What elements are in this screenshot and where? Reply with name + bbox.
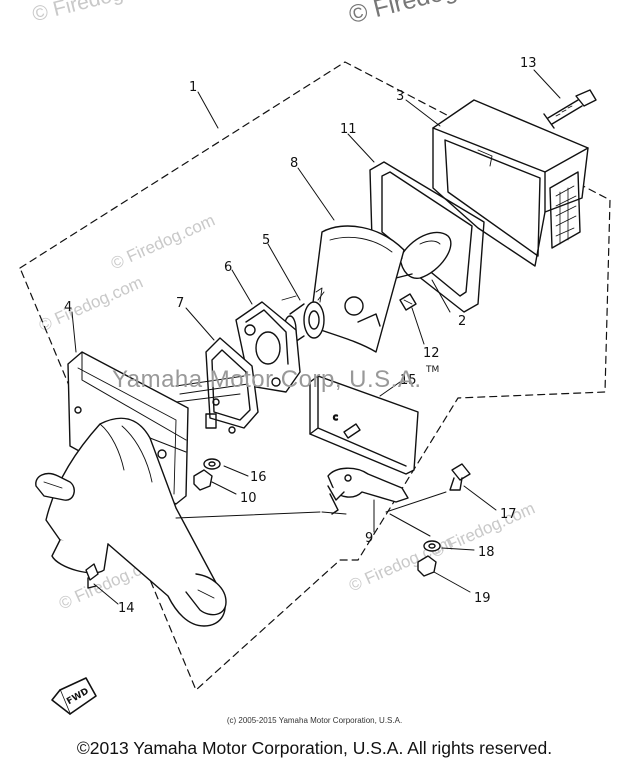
part-16-washer — [203, 458, 221, 470]
part-10-nut — [193, 469, 213, 491]
callout-6: 6 — [224, 260, 232, 275]
callout-1: 1 — [189, 80, 197, 95]
callout-16: 16 — [250, 470, 267, 485]
callout-18: 18 — [478, 545, 495, 560]
callout-8: 8 — [290, 156, 298, 171]
fwd-arrow-tag — [51, 677, 97, 715]
part-8-reflector — [309, 225, 405, 353]
leader-lines — [71, 69, 561, 605]
part-2-bulb — [391, 231, 452, 279]
callout-10: 10 — [240, 491, 257, 506]
callout-17: 17 — [500, 507, 517, 522]
tm-mark: TM — [425, 365, 439, 375]
part-14-screw — [85, 563, 99, 589]
part-12-screw — [399, 293, 417, 311]
callout-13: 13 — [520, 56, 537, 71]
callout-numbers: 1 2 3 4 5 6 7 8 9 10 11 12 13 14 15 16 1… — [64, 56, 537, 707]
svg-text:c: c — [333, 413, 338, 423]
callout-9: 9 — [365, 531, 373, 546]
part-3-lens-housing — [432, 99, 589, 267]
callout-12: 12 — [423, 346, 440, 361]
part-9-holder — [327, 467, 409, 515]
callout-19: 19 — [474, 591, 491, 606]
part-18-washer — [423, 540, 441, 552]
callout-11: 11 — [340, 122, 357, 137]
callout-14: 14 — [118, 601, 135, 616]
callout-4: 4 — [64, 300, 72, 315]
assembly-boundary — [19, 61, 611, 691]
part-1-mount-bracket — [35, 417, 227, 627]
callout-3: 3 — [396, 89, 404, 104]
part-15-plate-lens: c — [309, 375, 419, 475]
small-copyright: (c) 2005-2015 Yamaha Motor Corporation, … — [226, 716, 403, 725]
part-17-screw — [449, 463, 471, 491]
callout-2: 2 — [458, 314, 466, 329]
callout-15: 15 — [400, 373, 417, 388]
callout-5: 5 — [262, 233, 270, 248]
callout-7: 7 — [176, 296, 184, 311]
part-19-nut — [417, 555, 437, 577]
footer-copyright: ©2013 Yamaha Motor Corporation, U.S.A. A… — [76, 738, 553, 758]
part-13-screw — [543, 89, 597, 129]
watermark-center: Yamaha Motor Corp, U.S.A. — [112, 366, 422, 393]
part-7-base-plate — [205, 337, 259, 434]
